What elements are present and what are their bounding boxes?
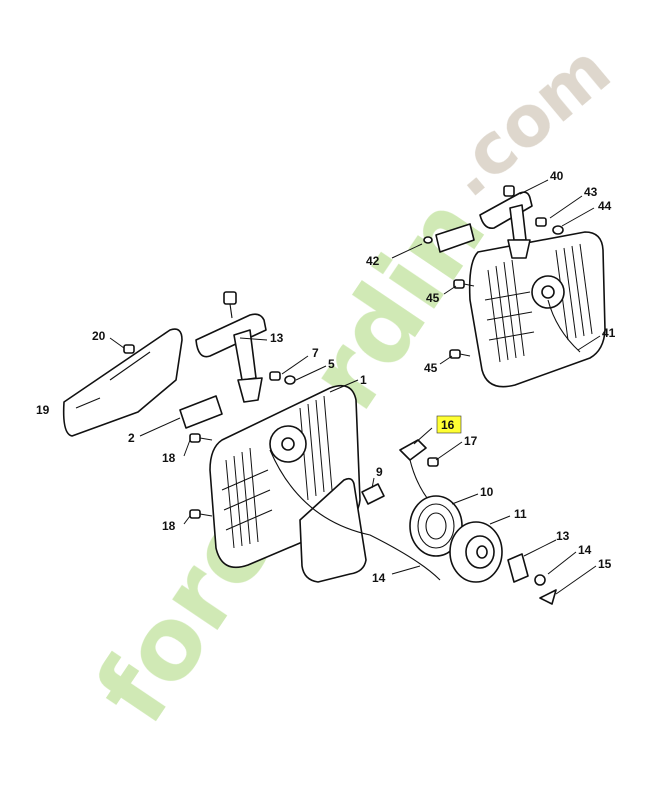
pin-7 bbox=[361, 483, 385, 505]
label-42: 42 bbox=[366, 254, 380, 268]
screw-6 bbox=[269, 371, 281, 381]
label-11: 13 bbox=[270, 331, 284, 345]
housing-41 bbox=[468, 231, 606, 388]
screw-18-bottom bbox=[189, 509, 213, 519]
label-40: 40 bbox=[550, 169, 564, 183]
ring-42 bbox=[423, 236, 433, 244]
label-20: 20 bbox=[92, 329, 106, 343]
label-45-bottom: 45 bbox=[424, 361, 438, 375]
screw-45-top bbox=[453, 279, 475, 289]
pawl-16 bbox=[399, 439, 427, 461]
screw-45-bottom bbox=[449, 349, 471, 359]
pawl-13 bbox=[507, 553, 529, 583]
label-13: 13 bbox=[556, 529, 570, 543]
guard-12 bbox=[299, 477, 367, 583]
cover-19 bbox=[62, 328, 183, 437]
plate-2 bbox=[179, 395, 223, 429]
label-12: 14 bbox=[372, 571, 386, 585]
screw-18-top bbox=[189, 433, 213, 443]
label-5: 5 bbox=[328, 357, 335, 371]
leader-lines bbox=[75, 179, 601, 595]
label-17: 17 bbox=[464, 434, 478, 448]
label-19: 19 bbox=[36, 403, 50, 417]
label-41: 41 bbox=[602, 326, 616, 340]
handle-40 bbox=[479, 185, 533, 259]
callout-labels: 20 13 7 5 1 19 2 18 18 16 17 9 10 11 14 … bbox=[36, 169, 616, 585]
label-9: 10 bbox=[480, 485, 494, 499]
label-14: 14 bbox=[578, 543, 592, 557]
screw-20 bbox=[123, 344, 135, 354]
label-7: 9 bbox=[376, 465, 383, 479]
label-45-top: 45 bbox=[426, 291, 440, 305]
washer-14 bbox=[534, 574, 546, 586]
washer-5 bbox=[284, 375, 296, 385]
highlight-box bbox=[436, 415, 462, 434]
spring-15 bbox=[539, 589, 557, 605]
screw-43 bbox=[535, 217, 547, 227]
washer-44 bbox=[552, 225, 564, 235]
label-43: 43 bbox=[584, 185, 598, 199]
handle-11 bbox=[195, 291, 267, 403]
label-16-highlighted: 16 bbox=[441, 418, 455, 432]
label-2: 2 bbox=[128, 431, 135, 445]
label-1: 1 bbox=[360, 373, 367, 387]
label-10: 11 bbox=[514, 507, 527, 521]
screw-17 bbox=[427, 457, 439, 467]
label-44: 44 bbox=[598, 199, 612, 213]
rotor-10 bbox=[449, 521, 503, 583]
label-18-bottom: 18 bbox=[162, 519, 176, 533]
label-18-top: 18 bbox=[162, 451, 176, 465]
label-15: 15 bbox=[598, 557, 612, 571]
label-6: 7 bbox=[312, 346, 319, 360]
plate-42 bbox=[435, 223, 475, 253]
